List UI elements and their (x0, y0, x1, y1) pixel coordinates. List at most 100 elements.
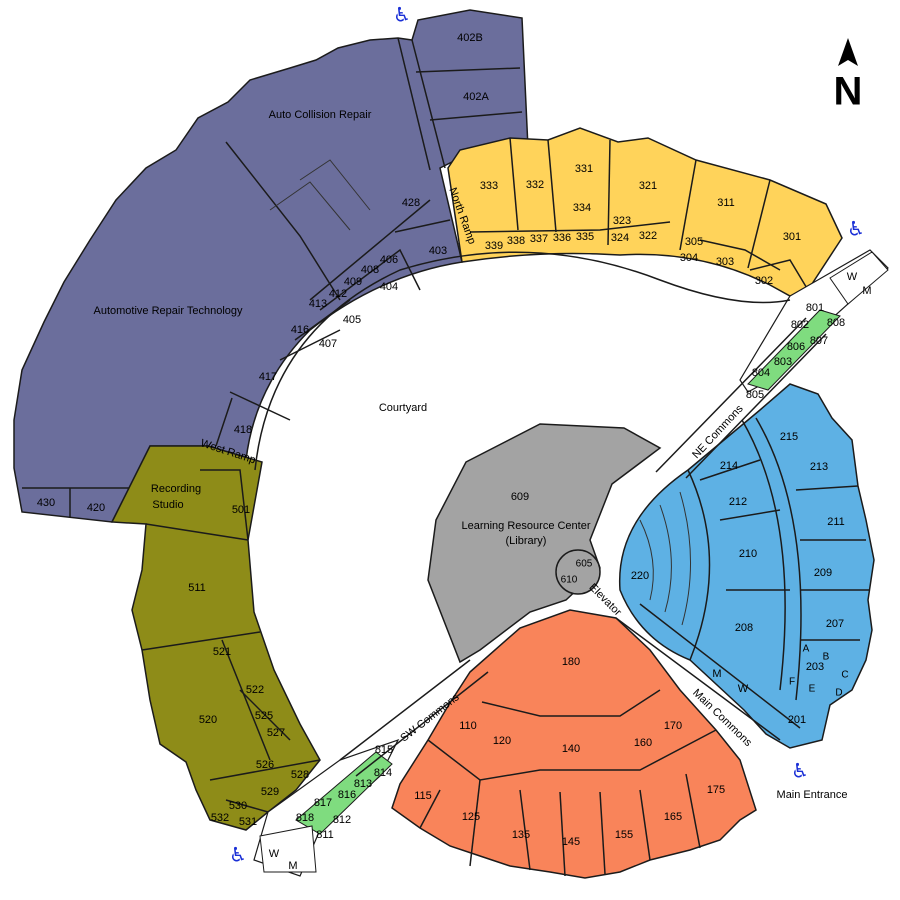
room-e: E (809, 684, 816, 695)
room-120: 120 (493, 735, 511, 747)
room-528: 528 (291, 769, 309, 781)
yellow-wing[interactable] (447, 127, 843, 297)
room-214: 214 (720, 460, 738, 472)
room-115: 115 (414, 790, 432, 802)
olive-wing[interactable] (110, 445, 321, 831)
restroom-m-ne: M (862, 285, 871, 297)
sw-commons-wall-b (355, 671, 489, 777)
room-402b: 402B (457, 32, 483, 44)
room-801: 801 (806, 302, 824, 314)
restroom-m-blue: M (712, 668, 721, 680)
room-527: 527 (267, 727, 285, 739)
room-145: 145 (562, 836, 580, 848)
library[interactable] (427, 423, 662, 664)
room-209: 209 (814, 567, 832, 579)
room-208: 208 (735, 622, 753, 634)
library-name-line1: Learning Resource Center (461, 520, 590, 532)
room-338: 338 (507, 235, 525, 247)
room-125: 125 (462, 811, 480, 823)
room-407: 407 (319, 338, 337, 350)
room-322: 322 (639, 230, 657, 242)
yellow-area (447, 127, 843, 297)
room-403: 403 (429, 245, 447, 257)
room-430: 430 (37, 497, 55, 509)
room-404: 404 (380, 281, 398, 293)
room-212: 212 (729, 496, 747, 508)
room-339: 339 (485, 240, 503, 252)
room-155: 155 (615, 829, 633, 841)
room-165: 165 (664, 811, 682, 823)
room-c: C (841, 670, 848, 681)
accessible-entrance-main-icon: ♿ (791, 759, 809, 783)
sw-commons-wall-a (339, 659, 471, 761)
library-name-line2: (Library) (506, 535, 547, 547)
room-610: 610 (561, 575, 578, 586)
room-302: 302 (755, 275, 773, 287)
room-335: 335 (576, 231, 594, 243)
blue-area (618, 383, 875, 749)
room-207: 207 (826, 618, 844, 630)
north-arrow: N (834, 38, 863, 114)
room-220: 220 (631, 570, 649, 582)
room-804: 804 (752, 367, 770, 379)
room-321: 321 (639, 180, 657, 192)
room-420: 420 (87, 502, 105, 514)
room-532: 532 (211, 812, 229, 824)
room-413: 413 (309, 298, 327, 310)
room-333: 333 (480, 180, 498, 192)
room-336: 336 (553, 232, 571, 244)
room-215: 215 (780, 431, 798, 443)
restroom-m-sw: M (288, 860, 297, 872)
room-304: 304 (680, 252, 698, 264)
room-406: 406 (380, 254, 398, 266)
room-412: 412 (329, 288, 347, 300)
room-530: 530 (229, 800, 247, 812)
room-813: 813 (354, 778, 372, 790)
accessible-entrance-northeast-icon: ♿ (847, 217, 865, 241)
sw-corridor (253, 738, 400, 877)
room-815: 815 (375, 744, 393, 756)
room-605-610 (555, 549, 601, 595)
room-331: 331 (575, 163, 593, 175)
restroom-w-ne: W (847, 271, 858, 283)
room-332: 332 (526, 179, 544, 191)
room-803: 803 (774, 356, 792, 368)
north-arrow-icon (838, 38, 858, 66)
ne-commons-wall-a (655, 317, 807, 473)
room-175: 175 (707, 784, 725, 796)
blue-wing[interactable] (618, 383, 875, 749)
room-140: 140 (562, 743, 580, 755)
room-418: 418 (234, 424, 252, 436)
room-135: 135 (512, 829, 530, 841)
room-213: 213 (810, 461, 828, 473)
room-417: 417 (259, 371, 277, 383)
north-label: N (834, 70, 863, 114)
room-180: 180 (562, 656, 580, 668)
main-entrance-label: Main Entrance (777, 789, 848, 801)
room-303: 303 (716, 256, 734, 268)
room-405: 405 (343, 314, 361, 326)
room-522: 522 (246, 684, 264, 696)
library-number: 609 (511, 491, 529, 503)
room-311: 311 (717, 197, 735, 209)
room-526: 526 (256, 759, 274, 771)
room-160: 160 (634, 737, 652, 749)
orange-wing[interactable] (391, 609, 757, 879)
room-324: 324 (611, 232, 629, 244)
restroom-w-sw: W (269, 848, 280, 860)
room-409: 409 (344, 276, 362, 288)
room-521: 521 (213, 646, 231, 658)
room-305: 305 (685, 236, 703, 248)
automotive-wing[interactable] (13, 9, 529, 523)
room-b: B (823, 652, 830, 663)
accessible-entrance-southwest-icon: ♿ (229, 843, 247, 867)
room-203: 203 (806, 661, 824, 673)
room-210: 210 (739, 548, 757, 560)
room-525: 525 (255, 710, 273, 722)
ne-corridor (739, 249, 889, 393)
room-817: 817 (314, 797, 332, 809)
room-301: 301 (783, 231, 801, 243)
room-605: 605 (576, 559, 593, 570)
room-814: 814 (374, 767, 392, 779)
automotive-area (13, 9, 529, 523)
